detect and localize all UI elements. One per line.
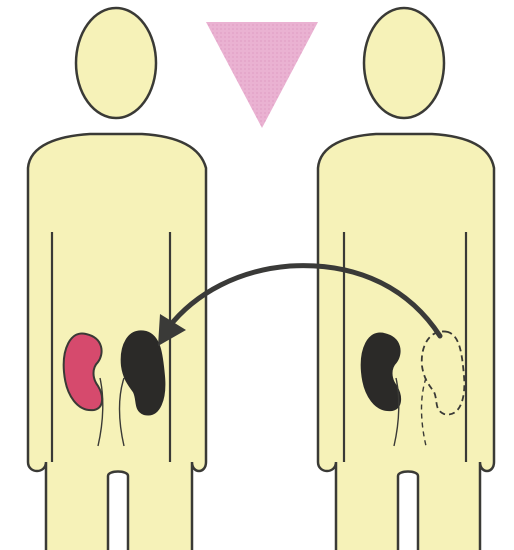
top-arrow	[206, 22, 318, 128]
recipient-head	[76, 8, 156, 118]
donor-head	[364, 8, 444, 118]
recipient-figure	[28, 8, 206, 550]
donor-figure	[318, 8, 494, 550]
recipient-body	[28, 134, 206, 550]
